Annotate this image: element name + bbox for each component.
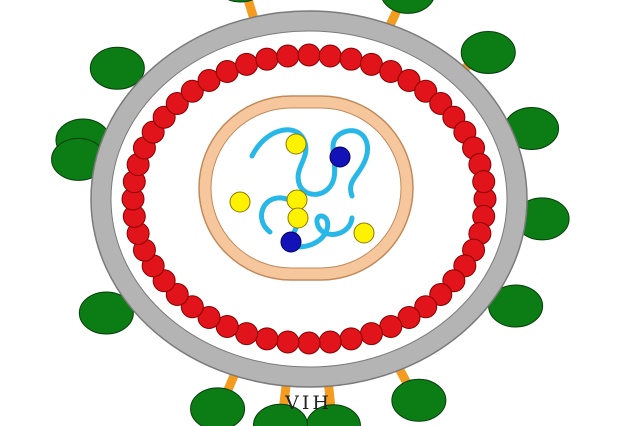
matrix-protein bbox=[256, 48, 278, 70]
matrix-protein bbox=[256, 328, 278, 350]
enzyme-yellow bbox=[354, 223, 374, 243]
matrix-protein bbox=[298, 44, 320, 66]
spike-head bbox=[461, 31, 515, 73]
matrix-protein bbox=[319, 331, 341, 353]
matrix-protein bbox=[319, 45, 341, 67]
matrix-protein bbox=[277, 45, 299, 67]
matrix-protein bbox=[340, 48, 362, 70]
spike-head bbox=[214, 0, 268, 2]
matrix-protein bbox=[380, 316, 402, 338]
enzyme-yellow bbox=[286, 134, 306, 154]
figure-caption: VIH bbox=[0, 392, 617, 414]
matrix-protein bbox=[360, 323, 382, 345]
spike-head bbox=[90, 47, 144, 89]
matrix-protein bbox=[298, 332, 320, 354]
enzyme-blue bbox=[330, 147, 350, 167]
spike-head bbox=[381, 0, 435, 13]
matrix-protein bbox=[340, 328, 362, 350]
matrix-protein bbox=[236, 53, 258, 75]
matrix-protein bbox=[360, 53, 382, 75]
enzyme-blue bbox=[281, 232, 301, 252]
matrix-protein bbox=[236, 323, 258, 345]
enzyme-yellow bbox=[230, 192, 250, 212]
matrix-protein bbox=[473, 171, 495, 193]
matrix-protein bbox=[277, 331, 299, 353]
matrix-protein bbox=[216, 60, 238, 82]
capsid bbox=[199, 96, 413, 280]
enzyme-yellow bbox=[287, 190, 307, 210]
enzyme-yellow bbox=[288, 208, 308, 228]
